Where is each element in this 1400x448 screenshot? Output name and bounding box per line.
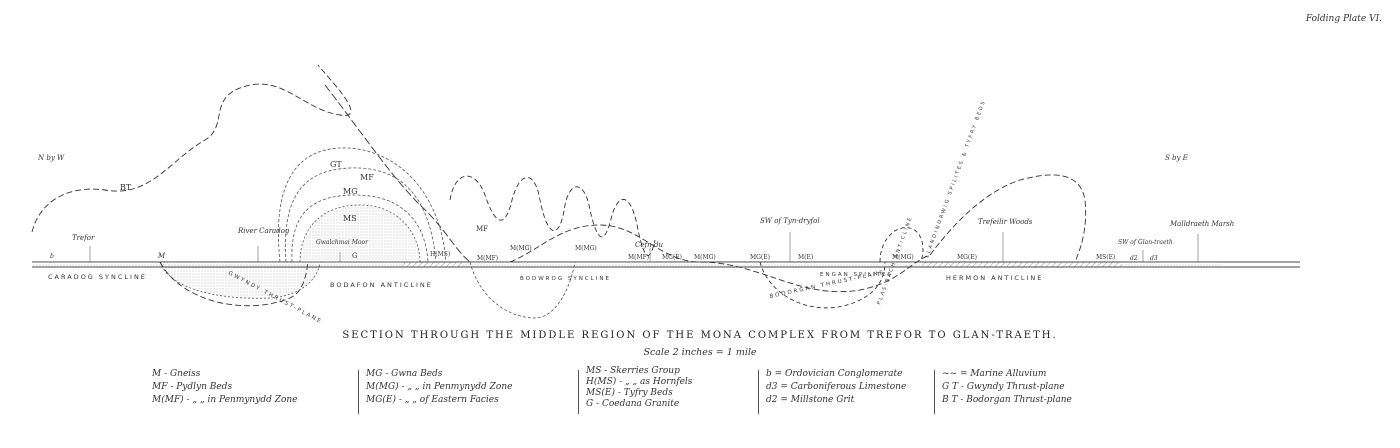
unit-mf-lower: MF [476,225,488,233]
legend-item: MG - Gwna Beds [366,369,443,379]
unit-g: G [352,252,358,260]
compass-right: S by E [1165,154,1188,162]
unit-m-mf-1: M(MF) [477,255,498,262]
unit-d3: d3 [1150,255,1158,262]
unit-hms: H(MS) [430,251,450,258]
legend-item: MS - Skerries Group [586,366,680,376]
place-sw-glan-traeth: SW of Glan-traeth [1118,239,1173,246]
label-bodafon-anticline: BODAFON ANTICLINE [330,281,433,289]
unit-m-mg-2: M(MG) [575,245,597,252]
gwyndy-thrust-lower [159,261,309,307]
caradog-trough [159,261,321,299]
unit-mf-upper: MF [360,173,374,182]
legend-divider [758,370,759,414]
unit-m-mg-1: M(MG) [510,245,532,252]
unit-m-mg-4: M(MG) [892,254,914,261]
unit-ms-upper: MS [343,214,357,223]
label-llandinorwig-spilites: LLANDINORWIG SPILITES & TYFRY BEDS [924,99,987,259]
legend-item: G - Coedana Granite [586,399,680,409]
unit-ms-e: MS(E) [1096,254,1115,261]
unit-d2: d2 [1130,255,1138,262]
unit-mg-e-2: MG(E) [750,254,770,261]
legend-divider [578,370,579,414]
plate-label: Folding Plate VI. [1305,14,1382,24]
bodwrog-fold [469,261,576,319]
legend-col-4: b = Ordovician Conglomerate d3 = Carboni… [766,368,906,410]
legend-item: M(MF) - „ „ in Penmynydd Zone [152,395,298,405]
legend-item: M(MG) - „ „ in Penmynydd Zone [366,382,513,392]
place-gwalchmai-moor: Gwalchmai Moor [316,239,369,246]
bodorgan-thrust-lower [509,224,931,293]
label-caradog-syncline: CARADOG SYNCLINE [48,273,147,281]
legend-item: G T - Gwyndy Thrust-plane [942,382,1065,392]
fold-bodies [159,147,576,319]
unit-bt: BT [120,183,132,192]
unit-mg-e-1: MG(E) [662,254,682,261]
engan-fold [759,261,886,309]
place-river-caradog: River Caradog [237,227,290,235]
place-sw-tyn-dryfol: SW of Tyn-dryfol [760,217,820,225]
surface-ticks [89,232,1199,262]
gwna-fold [285,167,437,263]
compass-left: N by W [37,154,65,162]
place-trefeilir-woods: Trefeilir Woods [978,218,1033,226]
label-hermon-anticline: HERMON ANTICLINE [946,274,1043,282]
legend-divider [934,370,935,414]
place-trefor: Trefor [72,234,95,242]
unit-mg-upper: MG [343,187,358,196]
unit-m-mf-2: M(MF) [628,254,649,261]
legend-col-1: M - Gneiss MF - Pydlyn Beds M(MF) - „ „ … [152,368,298,410]
granite-body [299,204,421,263]
legend-item: H(MS) - „ „ as Hornfels [586,377,693,387]
unit-gt: GT [330,160,342,169]
legend-col-2: MG - Gwna Beds M(MG) - „ „ in Penmynydd … [366,368,512,410]
label-engan-spilites: ENGAN SPILITES [820,272,893,278]
place-cefn-du: Cefn-du [635,241,663,249]
geological-section-diagram: N by W S by E Trefor River Caradog Gwalc… [31,64,1300,325]
legend-item: b = Ordovician Conglomerate [766,369,903,379]
legend-item: M - Gneiss [152,369,201,379]
legend-item: d3 = Carboniferous Limestone [766,382,907,392]
legend-col-5: ~~ = Marine Alluvium G T - Gwyndy Thrust… [942,368,1072,410]
legend-item: MS(E) - Tyfry Beds [586,388,673,398]
unit-mg-e-3: MG(E) [957,254,977,261]
section-title: SECTION THROUGH THE MIDDLE REGION OF THE… [342,330,1058,341]
legend-item: ~~ = Marine Alluvium [942,369,1047,379]
legend-item: MF - Pydlyn Beds [152,382,233,392]
label-bodwrog-syncline: BODWROG SYNCLINE [520,276,611,282]
skerries-fold [291,194,429,263]
place-malldraeth-marsh: Malldraeth Marsh [1169,220,1234,228]
bodorgan-fold-1 [449,175,656,256]
gwyndy-thrust-trace [31,64,352,233]
thrust-traces [31,64,1087,309]
bodorgan-thrust-trace [324,84,471,263]
legend-col-3: MS - Skerries Group H(MS) - „ „ as Hornf… [586,366,693,409]
legend-divider [358,370,359,414]
hermon-fold [929,174,1087,263]
unit-m-mg-3: M(MG) [694,254,716,261]
unit-b: b [50,253,54,260]
scale-label: Scale 2 inches = 1 mile [643,347,757,358]
plas-bach-fold [879,227,924,263]
pydlyn-fold [278,147,447,263]
legend-item: d2 = Millstone Grit [766,395,855,405]
unit-m: M [157,252,166,260]
structure-labels: CARADOG SYNCLINE GWYNDY THRUST-PLANE BOD… [48,99,1043,325]
diagram-labels: N by W S by E Trefor River Caradog Gwalc… [37,154,1234,262]
unit-m-e: M(E) [798,254,813,261]
legend-item: B T - Bodorgan Thrust-plane [942,395,1072,405]
legend-item: MG(E) - „ „ of Eastern Facies [366,395,499,405]
